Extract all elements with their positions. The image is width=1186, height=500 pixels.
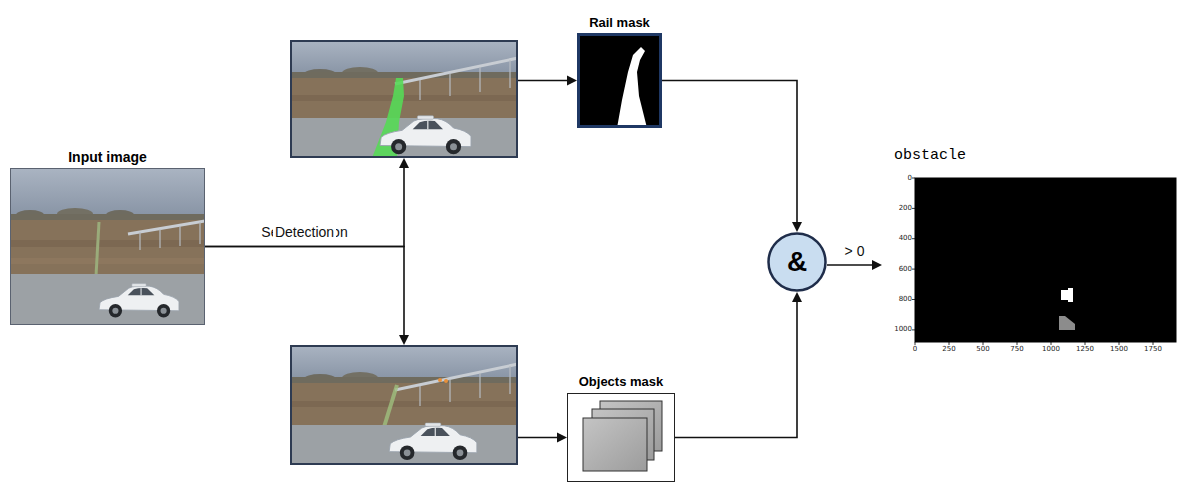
image-frame bbox=[567, 393, 675, 482]
connector-arrow bbox=[827, 260, 882, 270]
image-frame bbox=[882, 170, 1182, 360]
arrow-head bbox=[557, 433, 567, 443]
operator-symbol: & bbox=[787, 248, 807, 276]
axis-tick-label: 0 bbox=[913, 346, 917, 353]
axis-tick-label: 0 bbox=[908, 175, 912, 182]
node-heading: obstacle bbox=[882, 147, 1182, 164]
connector-line bbox=[827, 264, 874, 266]
connector-arrow bbox=[205, 247, 409, 346]
axis-tick-label: 400 bbox=[899, 235, 912, 242]
connector-line bbox=[205, 166, 404, 247]
axis-tick-label: 1000 bbox=[1042, 346, 1060, 353]
axis-tick-label: 750 bbox=[1010, 346, 1023, 353]
detection-photo bbox=[290, 345, 518, 465]
edge-label: > 0 bbox=[843, 244, 867, 259]
obstacle-plot-picture bbox=[882, 170, 1182, 360]
connector-arrow bbox=[518, 76, 577, 86]
axis-tick-label: 1750 bbox=[1144, 346, 1162, 353]
axis-tick-label: 1250 bbox=[1076, 346, 1094, 353]
input-photo bbox=[10, 168, 205, 325]
detection-image bbox=[290, 345, 518, 465]
node-heading: Objects mask bbox=[567, 375, 675, 390]
arrow-head bbox=[872, 260, 882, 270]
image-frame bbox=[577, 33, 662, 128]
and-operator: & bbox=[767, 232, 827, 292]
objects-mask: Objects mask bbox=[567, 375, 675, 482]
connector-line bbox=[662, 81, 797, 225]
axis-tick-label: 200 bbox=[899, 205, 912, 212]
axis-tick-label: 500 bbox=[976, 346, 989, 353]
image-frame bbox=[290, 345, 518, 465]
segmentation-photo bbox=[290, 40, 518, 158]
rail-mask: Rail mask bbox=[577, 16, 662, 128]
arrow-head bbox=[792, 292, 802, 302]
axis-tick-label: 250 bbox=[942, 346, 955, 353]
arrow-head bbox=[399, 158, 409, 168]
node-heading: Input image bbox=[10, 149, 205, 165]
connector-line bbox=[205, 247, 404, 338]
connector-arrow bbox=[518, 433, 567, 443]
arrow-head bbox=[567, 76, 577, 86]
circle-shape bbox=[769, 234, 826, 291]
connector-line bbox=[675, 300, 797, 438]
connector-arrow bbox=[675, 292, 802, 438]
obstacle-plot: obstacle bbox=[882, 147, 1182, 360]
axis-tick-label: 1000 bbox=[894, 326, 912, 333]
objects-mask-picture bbox=[567, 393, 675, 482]
circle-frame: & bbox=[767, 232, 827, 292]
image-frame bbox=[10, 168, 205, 325]
segmentation-image bbox=[290, 40, 518, 158]
node-heading: Rail mask bbox=[577, 16, 662, 31]
axis-tick-label: 1500 bbox=[1110, 346, 1128, 353]
rail-mask-picture bbox=[577, 33, 662, 128]
connector-line bbox=[518, 437, 559, 439]
input-image: Input image bbox=[10, 149, 205, 325]
edge-label: Detection bbox=[273, 225, 336, 240]
image-frame bbox=[290, 40, 518, 158]
connector-line bbox=[518, 80, 569, 82]
connector-arrow bbox=[662, 81, 802, 233]
arrow-head bbox=[399, 335, 409, 345]
axis-tick-label: 800 bbox=[899, 296, 912, 303]
arrow-head bbox=[792, 222, 802, 232]
axis-tick-label: 600 bbox=[899, 266, 912, 273]
connector-arrow bbox=[205, 158, 409, 247]
